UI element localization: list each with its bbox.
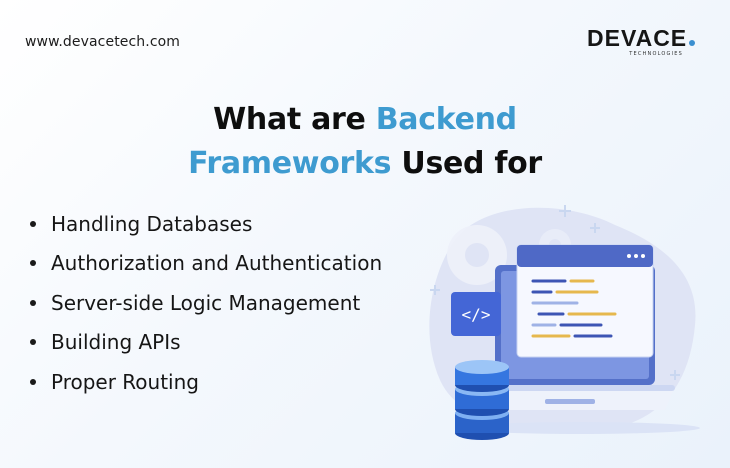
brand-tagline: TECHNOLOGIES — [629, 51, 683, 57]
list-item: Authorization and Authentication — [28, 244, 382, 284]
list-item-label: Authorization and Authentication — [51, 251, 383, 276]
page-title: What are Backend Frameworks Used for — [0, 98, 730, 186]
list-item-label: Server-side Logic Management — [51, 290, 361, 315]
bullet-icon — [30, 299, 36, 306]
database-stack-icon — [455, 360, 509, 440]
list-item-label: Handling Databases — [51, 211, 253, 236]
list-item-label: Building APIs — [51, 330, 181, 355]
brand-name: DEVACE — [587, 25, 688, 51]
list-item: Handling Databases — [28, 204, 382, 244]
logo-dot-icon — [689, 40, 696, 46]
title-accent-1: Backend — [375, 102, 517, 137]
list-item: Proper Routing — [28, 362, 382, 402]
bullet-icon — [30, 220, 36, 227]
list-item: Server-side Logic Management — [28, 283, 382, 323]
bullet-icon — [30, 260, 36, 267]
gear-icon — [447, 225, 507, 285]
bullet-icon — [30, 339, 36, 346]
sparkle-icon — [430, 205, 680, 380]
title-part-2: Used for — [391, 146, 542, 181]
code-tag-label: </> — [462, 305, 491, 324]
use-case-list: Handling Databases Authorization and Aut… — [28, 204, 382, 402]
backend-illustration: </> — [429, 205, 700, 440]
code-tag-icon: </> — [451, 292, 501, 336]
devace-logo: DEVACE TECHNOLOGIES — [587, 26, 697, 60]
title-accent-2: Frameworks — [188, 146, 392, 181]
bullet-icon — [30, 378, 36, 385]
code-window-icon — [516, 244, 654, 358]
list-item-label: Proper Routing — [51, 369, 199, 394]
website-url: www.devacetech.com — [25, 34, 181, 50]
list-item: Building APIs — [28, 323, 382, 363]
title-part-1: What are — [213, 102, 376, 137]
